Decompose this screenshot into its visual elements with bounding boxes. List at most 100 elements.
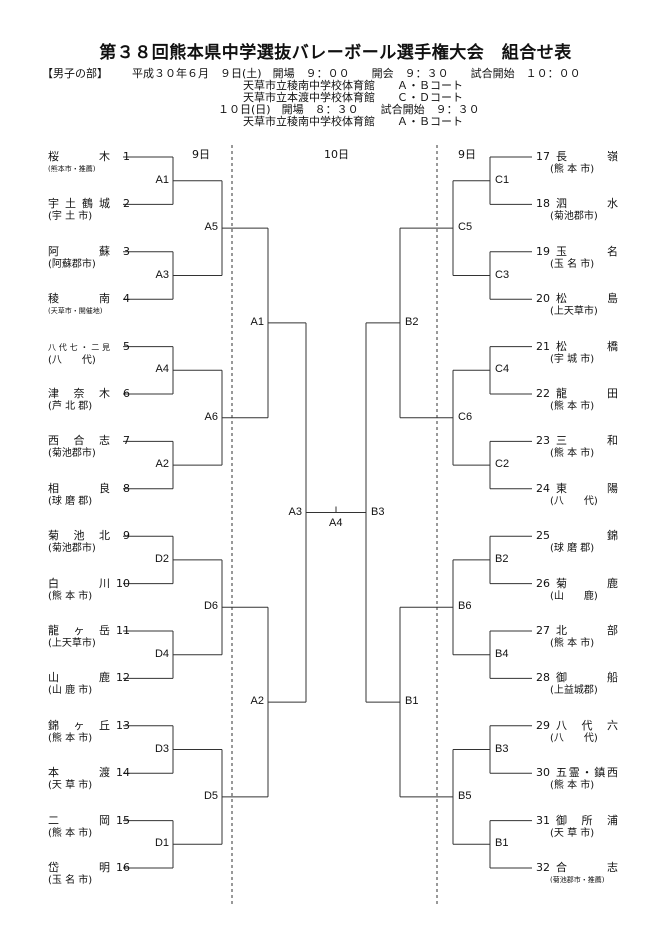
- match-label: A2: [250, 695, 264, 708]
- team-name: 錦ヶ丘: [48, 718, 110, 732]
- team-name: 北部: [556, 624, 618, 637]
- team-region: (山 鹿): [550, 590, 598, 602]
- team-region: (天 草 市): [48, 780, 93, 792]
- match-label: C2: [495, 458, 510, 471]
- team-region: (八 代): [550, 495, 598, 507]
- team-region: (熊 本 市): [550, 448, 595, 460]
- match-label: D2: [154, 552, 169, 565]
- team-name: 八代六: [556, 718, 618, 732]
- match-label: B4: [495, 647, 509, 660]
- team-region: (阿蘇郡市): [48, 258, 96, 270]
- team-number: 13: [116, 718, 130, 732]
- team-region: (玉 名 市): [48, 875, 93, 886]
- match-label: B3: [371, 505, 385, 518]
- team-region: (菊池郡市): [550, 211, 598, 223]
- team-number: 21: [536, 339, 550, 353]
- match-label: A5: [204, 221, 218, 234]
- match-label: C6: [458, 410, 473, 423]
- day-header-center: 10日: [324, 148, 349, 161]
- team-region: (熊 本 市): [550, 638, 595, 649]
- team-entry: 桜木 1 (熊本市・推薦): [48, 150, 130, 176]
- team-name: 松橋: [556, 339, 618, 353]
- team-name: 御所浦: [556, 813, 618, 827]
- team-region: (熊本市・推薦): [48, 165, 96, 173]
- team-number: 3: [123, 244, 130, 258]
- team-region: (天 草 市): [550, 827, 595, 839]
- team-number: 23: [536, 434, 550, 448]
- day1-schedule: 平成３０年６月 ９日(土) 開場 ９：００ 開会 ９：３０ 試合開始 １０：００: [132, 67, 581, 80]
- venue3: 天草市立稜南中学校体育館 Ａ・Ｂコート: [243, 115, 463, 128]
- team-entry: 25 錦 (球 磨 郡): [536, 529, 618, 555]
- team-number: 10: [116, 576, 130, 590]
- team-number: 12: [116, 671, 130, 685]
- team-region: (熊 本 市): [48, 732, 93, 744]
- team-region: (熊 本 市): [550, 401, 595, 412]
- team-name: 長嶺: [556, 150, 618, 163]
- team-name: 玉名: [556, 244, 618, 258]
- team-region: (玉 名 市): [550, 258, 595, 270]
- team-number: 28: [536, 671, 550, 685]
- team-region: (山 鹿 市): [48, 685, 93, 697]
- match-label: C4: [495, 363, 510, 376]
- match-label: A4: [155, 363, 169, 376]
- match-label: A1: [250, 315, 264, 328]
- team-name: 西合志: [48, 434, 110, 448]
- team-name: 五霊・鎮西: [556, 766, 618, 780]
- match-label: C3: [495, 268, 510, 281]
- team-region: (菊池郡市・推薦): [550, 876, 605, 884]
- team-name: 山鹿: [48, 671, 110, 685]
- team-name: 桜木: [48, 150, 110, 163]
- final-match-label: A4: [329, 516, 343, 529]
- team-number: 4: [123, 292, 130, 306]
- team-name: 泗水: [556, 197, 618, 211]
- match-label: A3: [288, 505, 302, 518]
- team-name: 龍ヶ岳: [48, 624, 110, 637]
- team-region: (菊池郡市): [48, 448, 96, 460]
- team-number: 8: [123, 481, 130, 495]
- team-number: 16: [116, 861, 130, 874]
- match-label: A1: [155, 173, 169, 186]
- day-header-left: 9日: [192, 148, 210, 161]
- team-name: 八代七・二見: [48, 342, 110, 352]
- team-number: 14: [116, 766, 130, 780]
- team-name: 稜南: [48, 292, 110, 306]
- match-label: B2: [495, 552, 509, 565]
- match-label: B5: [458, 789, 472, 802]
- match-label: D5: [203, 789, 218, 802]
- team-region: (熊 本 市): [550, 780, 595, 792]
- team-number: 32: [536, 861, 550, 874]
- team-name: 白川: [48, 576, 110, 590]
- team-region: (八 代): [550, 732, 598, 744]
- team-region: (菊池郡市): [48, 543, 96, 555]
- team-number: 1: [123, 150, 130, 163]
- team-number: 5: [123, 339, 130, 353]
- team-region: (八 代): [48, 354, 96, 366]
- match-label: D6: [203, 600, 218, 613]
- team-entry: 30 五霊・鎮西(熊 本 市): [536, 766, 618, 792]
- division-label: 【男子の部】: [42, 67, 108, 80]
- team-number: 6: [123, 387, 130, 400]
- team-number: 27: [536, 624, 550, 637]
- match-label: A6: [204, 410, 218, 423]
- team-number: 30: [536, 766, 550, 780]
- team-entry: 山鹿 12 (山 鹿 市): [48, 671, 130, 697]
- team-region: (上益城郡): [550, 685, 598, 697]
- team-number: 18: [536, 197, 550, 211]
